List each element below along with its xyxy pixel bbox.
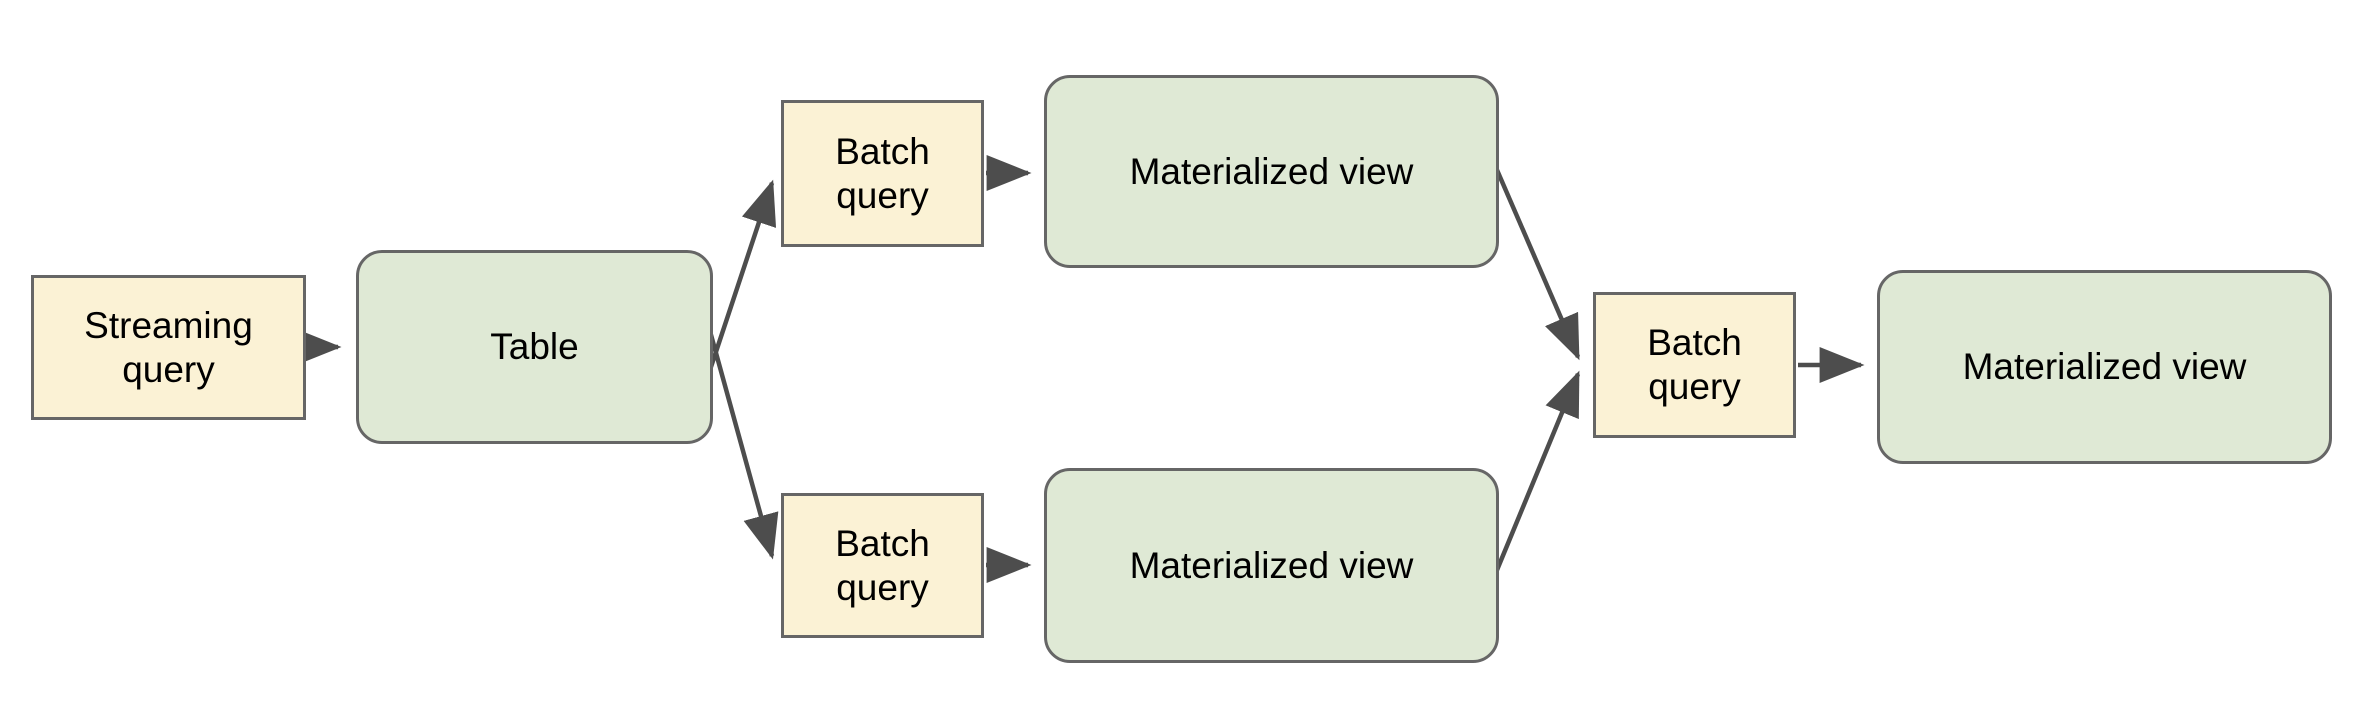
node-streaming-query-label: Streaming query bbox=[84, 304, 253, 390]
node-batch-query-top[interactable]: Batch query bbox=[781, 100, 984, 247]
node-materialized-view-top-label: Materialized view bbox=[1129, 150, 1414, 192]
node-batch-query-top-label: Batch query bbox=[835, 130, 930, 216]
node-table-label: Table bbox=[490, 326, 579, 368]
node-streaming-query[interactable]: Streaming query bbox=[31, 275, 306, 420]
node-materialized-view-final-label: Materialized view bbox=[1962, 346, 2247, 388]
node-batch-query-bottom[interactable]: Batch query bbox=[781, 493, 984, 638]
edge-mv-top-to-batch-merge bbox=[1494, 169, 1581, 361]
node-batch-query-merge[interactable]: Batch query bbox=[1593, 292, 1796, 438]
node-materialized-view-top[interactable]: Materialized view bbox=[1044, 75, 1499, 268]
node-batch-query-merge-label: Batch query bbox=[1647, 322, 1742, 407]
node-materialized-view-bottom-label: Materialized view bbox=[1129, 544, 1414, 586]
edge-mv-bottom-to-batch-merge bbox=[1494, 370, 1581, 571]
node-batch-query-bottom-label: Batch query bbox=[835, 522, 930, 608]
node-materialized-view-final[interactable]: Materialized view bbox=[1877, 270, 2332, 464]
node-table[interactable]: Table bbox=[356, 250, 713, 444]
node-materialized-view-bottom[interactable]: Materialized view bbox=[1044, 468, 1499, 663]
